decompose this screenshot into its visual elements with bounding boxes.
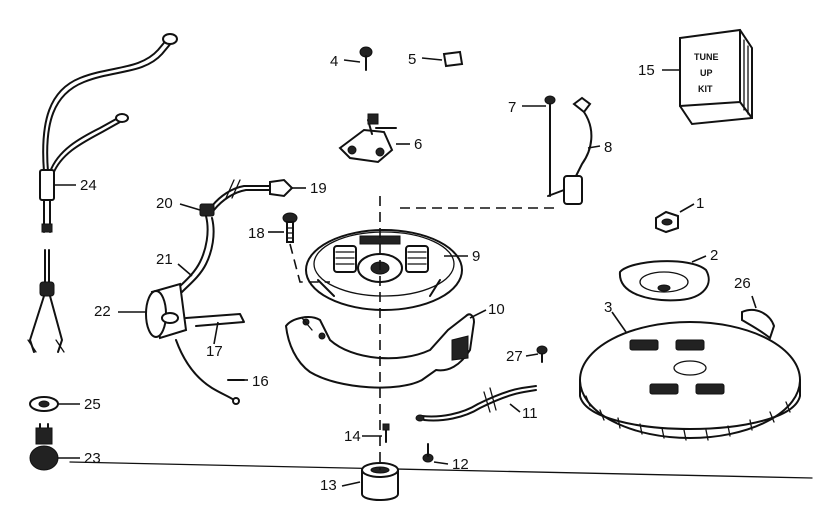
callout-18: 18 bbox=[248, 225, 265, 242]
part-8-condenser bbox=[547, 96, 593, 205]
part-21-coil-lead bbox=[175, 215, 215, 293]
part-17-bracket bbox=[185, 313, 245, 327]
part-26-key bbox=[741, 308, 776, 340]
part-10-housing bbox=[284, 313, 476, 389]
callout-17: 17 bbox=[206, 343, 223, 360]
callout-numbers: 1 2 3 4 5 6 7 8 9 10 11 12 13 14 15 16 1… bbox=[80, 51, 751, 494]
callout-4: 4 bbox=[330, 53, 338, 70]
part-3-flywheel bbox=[579, 321, 801, 441]
part-25-nut bbox=[29, 396, 59, 412]
callout-1: 1 bbox=[696, 195, 704, 212]
part-19-spark-plug-lead bbox=[211, 178, 294, 211]
part-11-lead-wire bbox=[415, 385, 537, 422]
callout-26: 26 bbox=[734, 275, 751, 292]
callout-21: 21 bbox=[156, 251, 173, 268]
part-9-stator-plate bbox=[305, 229, 463, 311]
callout-3: 3 bbox=[604, 299, 612, 316]
part-22-ignition-coil bbox=[145, 282, 188, 340]
callout-23: 23 bbox=[84, 450, 101, 467]
part-24-wiring-harness bbox=[27, 33, 178, 353]
callout-20: 20 bbox=[156, 195, 173, 212]
callout-27: 27 bbox=[506, 348, 523, 365]
part-27-screw bbox=[536, 345, 548, 363]
callout-15: 15 bbox=[638, 62, 655, 79]
part-6-breaker-points bbox=[338, 113, 397, 164]
tune-up-kit-line-2: UP bbox=[700, 68, 713, 78]
callout-9: 9 bbox=[472, 248, 480, 265]
callout-11: 11 bbox=[522, 405, 538, 422]
callout-19: 19 bbox=[310, 180, 327, 197]
part-4-screw bbox=[359, 46, 373, 71]
callout-25: 25 bbox=[84, 396, 101, 413]
part-14-pin bbox=[382, 423, 390, 443]
leader-lines bbox=[54, 57, 757, 487]
callout-10: 10 bbox=[488, 301, 505, 318]
part-7-screw bbox=[544, 95, 556, 197]
callout-2: 2 bbox=[710, 247, 718, 264]
ground-line bbox=[69, 461, 813, 479]
callout-6: 6 bbox=[414, 136, 422, 153]
part-12-screw bbox=[422, 443, 434, 463]
part-18-screw bbox=[282, 212, 298, 243]
callout-14: 14 bbox=[344, 428, 361, 445]
part-5-plate bbox=[442, 50, 464, 68]
part-20-clamp bbox=[199, 203, 215, 217]
callout-5: 5 bbox=[408, 51, 416, 68]
callout-16: 16 bbox=[252, 373, 269, 390]
callout-13: 13 bbox=[320, 477, 337, 494]
part-1-nut bbox=[655, 210, 679, 234]
callout-22: 22 bbox=[94, 303, 111, 320]
part-15-tune-up-kit: TUNE UP KIT bbox=[679, 28, 753, 126]
callout-24: 24 bbox=[80, 177, 97, 194]
tune-up-kit-line-3: KIT bbox=[698, 84, 713, 94]
assembly-lines bbox=[289, 196, 560, 470]
callout-8: 8 bbox=[604, 139, 612, 156]
callout-12: 12 bbox=[452, 456, 469, 473]
part-2-washer-plate bbox=[618, 260, 710, 302]
part-23-switch bbox=[29, 423, 59, 471]
callout-7: 7 bbox=[508, 99, 516, 116]
tune-up-kit-line-1: TUNE bbox=[694, 52, 719, 62]
